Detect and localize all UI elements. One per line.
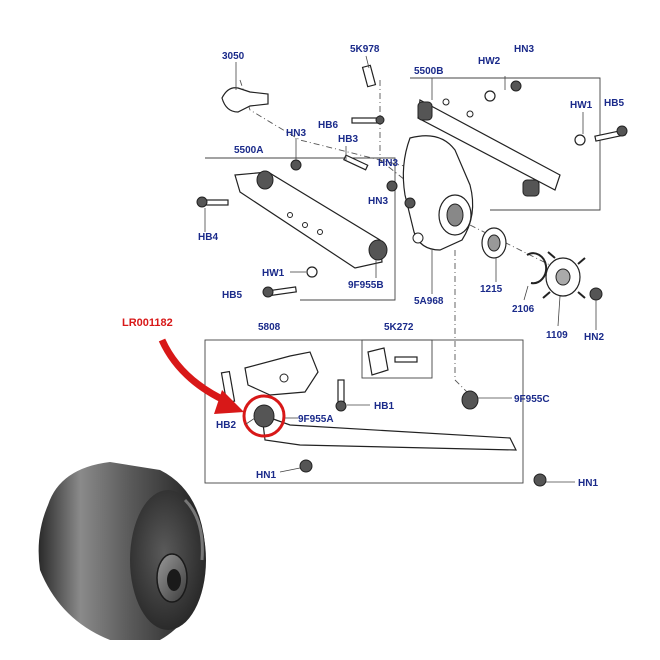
axis-line-3 — [454, 250, 471, 396]
label-3050: 3050 — [222, 51, 245, 62]
bracket-5K272 — [367, 347, 389, 376]
trailing-arm-frame — [204, 339, 524, 484]
label-HN2: HN2 — [584, 332, 604, 343]
nut-HN1-left — [299, 459, 313, 473]
label-2106: 2106 — [512, 304, 535, 315]
hub-1109 — [542, 251, 586, 299]
label-9F955C: 9F955C — [514, 394, 550, 405]
callout-arrowhead — [214, 390, 244, 414]
label-HW1-left: HW1 — [262, 268, 285, 279]
trailing-arm — [261, 414, 517, 451]
bolt-HB5-left — [262, 286, 297, 298]
washer-HW2 — [484, 90, 496, 102]
axis-line-4 — [469, 224, 561, 271]
highlight-circle — [242, 394, 286, 438]
nut-HN3-left — [290, 159, 302, 171]
upper-arm-5500B — [417, 98, 561, 197]
label-1109: 1109 — [546, 330, 568, 341]
label-HW1-right: HW1 — [570, 100, 593, 111]
nut-HN1-right — [533, 473, 547, 487]
bolt-HB6 — [351, 115, 385, 125]
washer-HW1-right — [574, 134, 586, 146]
nut-HN3-mid — [386, 180, 398, 192]
label-HN3-top: HN3 — [514, 44, 534, 55]
bolt-HB3 — [343, 154, 369, 171]
lower-arm-frame — [205, 157, 396, 301]
callout-arrow — [158, 338, 230, 406]
label-9F955A: 9F955A — [298, 414, 334, 425]
bracket-5808 — [244, 351, 319, 396]
label-HB5-right: HB5 — [604, 98, 624, 109]
label-5A968: 5A968 — [414, 296, 444, 307]
bearing-1215 — [481, 227, 507, 259]
label-HW2: HW2 — [478, 56, 501, 67]
label-HB5-left: HB5 — [222, 290, 242, 301]
label-HN1-right: HN1 — [578, 478, 598, 489]
label-5808: 5808 — [258, 322, 281, 333]
bolt-HB1 — [335, 379, 347, 412]
bushing-photo — [38, 462, 206, 640]
label-HB1: HB1 — [374, 401, 394, 412]
nut-HN3-top — [510, 80, 522, 92]
label-5K272: 5K272 — [384, 322, 414, 333]
label-5500A: 5500A — [234, 145, 263, 156]
knuckle-5A968 — [402, 135, 474, 251]
label-HN1-left: HN1 — [256, 470, 276, 481]
bushing-9F955A — [253, 404, 275, 428]
drive-shaft-3050 — [221, 62, 269, 113]
label-HB3: HB3 — [338, 134, 358, 145]
washer-HW1-left — [306, 266, 318, 278]
label-1215: 1215 — [480, 284, 503, 295]
bolt-HB5-right — [594, 125, 628, 142]
bushing-9F955C — [461, 390, 479, 410]
bracket-frame — [361, 339, 433, 379]
label-HB4: HB4 — [198, 232, 218, 243]
label-HB6: HB6 — [318, 120, 338, 131]
lower-arm-5500A — [234, 170, 388, 269]
label-HN3-left: HN3 — [286, 128, 306, 139]
callout-part-number: LR001182 — [122, 317, 173, 329]
bolt-5K978 — [361, 64, 377, 88]
label-9F955B: 9F955B — [348, 280, 384, 291]
nut-HN3-mid2 — [404, 197, 416, 209]
label-HB2: HB2 — [216, 420, 236, 431]
label-HN3-mid: HN3 — [378, 158, 398, 169]
label-5K978: 5K978 — [350, 44, 380, 55]
label-5500B: 5500B — [414, 66, 443, 77]
bolt-HB4 — [196, 196, 229, 208]
circlip-2106 — [526, 252, 548, 285]
hub-nut-HN2 — [589, 287, 603, 301]
label-HN3-mid2: HN3 — [368, 196, 388, 207]
